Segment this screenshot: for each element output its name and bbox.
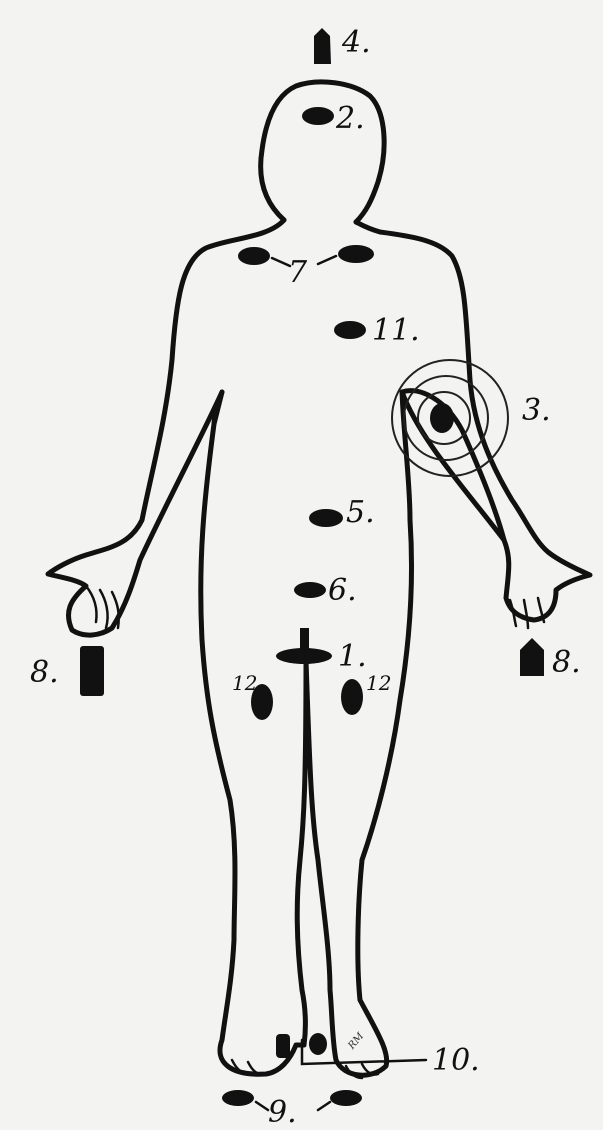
mark-9-right: [330, 1090, 362, 1106]
label-7: 7: [288, 255, 308, 290]
mark-3: [430, 403, 454, 433]
leader-7-right: [318, 256, 336, 264]
label-5: 5.: [346, 495, 375, 530]
mark-11: [334, 321, 366, 339]
head-outline: [261, 82, 384, 222]
label-8-left: 8.: [30, 655, 59, 690]
mark-9-left: [222, 1090, 254, 1106]
label-4: 4.: [341, 25, 371, 60]
label-9: 9.: [268, 1095, 297, 1130]
mark-2: [302, 107, 334, 125]
label-2: 2.: [335, 101, 365, 136]
body-outline: [48, 220, 590, 1075]
mark-8-left: [80, 646, 104, 696]
signature-initials: RM: [346, 1030, 367, 1052]
mark-heel-left: [276, 1034, 290, 1058]
leader-9-left: [256, 1102, 268, 1110]
mark-4-arrow: [314, 28, 331, 64]
label-8-right: 8.: [552, 645, 581, 680]
label-12-left: 12: [232, 671, 257, 695]
mark-1-vertical: [300, 628, 309, 664]
mark-8-right: [520, 638, 544, 676]
left-arm-inner-line: [214, 392, 222, 424]
label-3: 3.: [522, 393, 551, 428]
mark-12-right: [341, 679, 363, 715]
label-1: 1.: [338, 639, 367, 674]
label-6: 6.: [328, 573, 357, 608]
label-10: 10.: [432, 1043, 480, 1078]
leader-9-right: [318, 1102, 330, 1110]
mark-7-right: [338, 245, 374, 263]
label-11: 11.: [372, 313, 420, 348]
label-12-right: 12: [366, 671, 391, 695]
mark-5: [309, 509, 343, 527]
mark-7-left: [238, 247, 270, 265]
mark-6: [294, 582, 326, 598]
mark-10-foot: [309, 1033, 327, 1055]
